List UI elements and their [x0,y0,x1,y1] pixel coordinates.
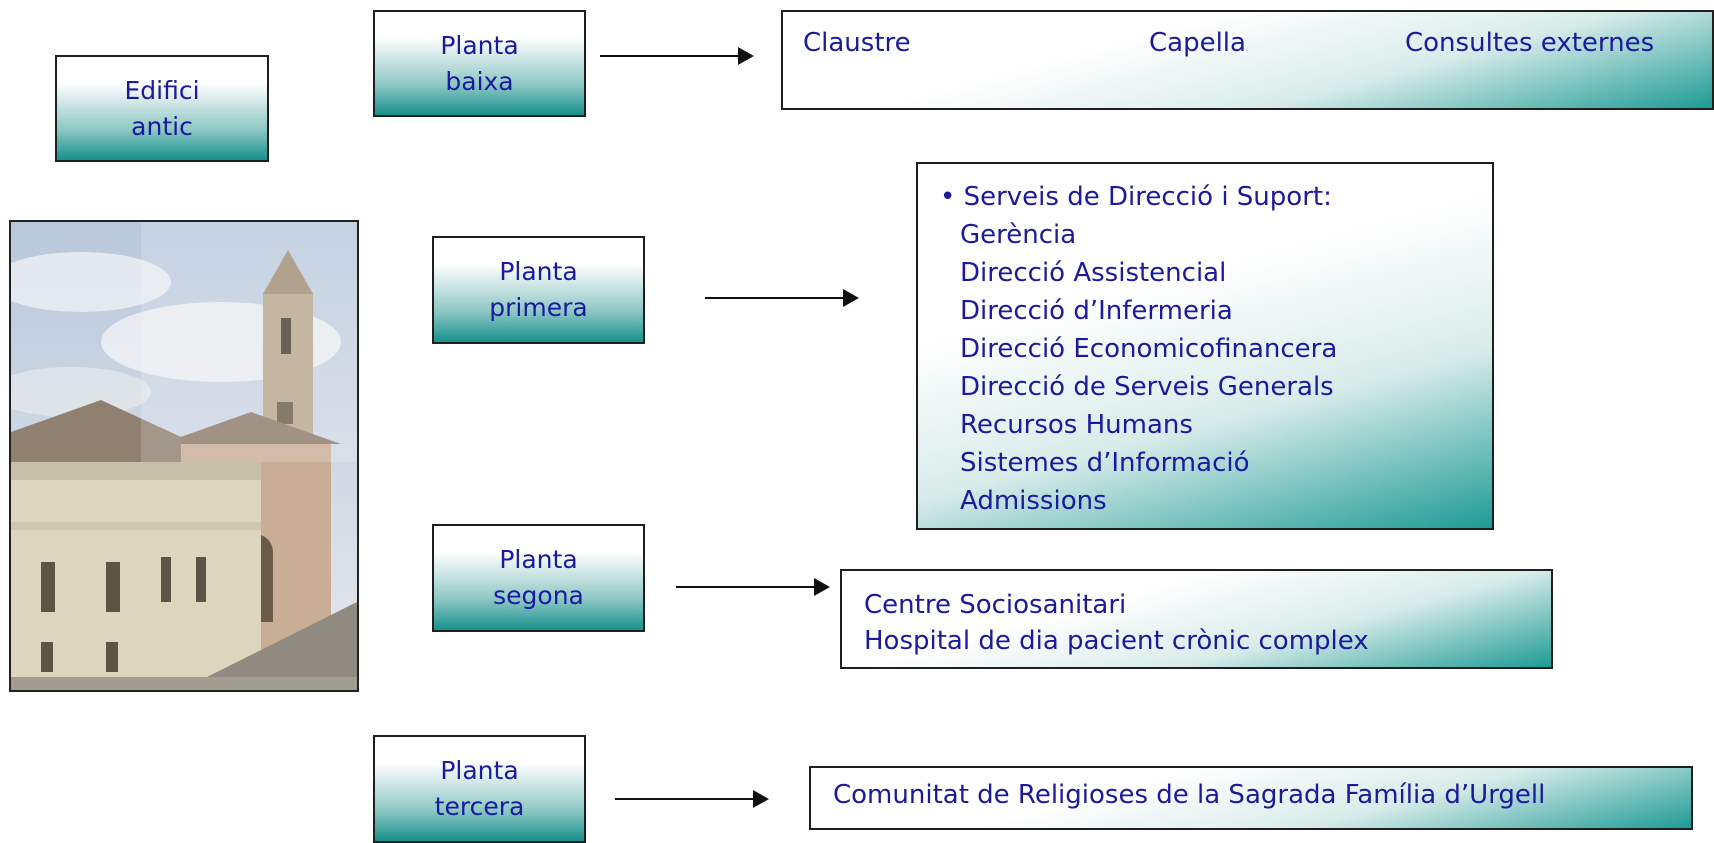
floor-label-planta-baixa: Planta baixa [440,30,519,96]
arrow-planta-segona [676,578,830,596]
info-box-planta-primera: • Serveis de Direcció i Suport: Gerència… [916,162,1494,530]
item-admissions: Admissions [960,486,1107,516]
item-recursos-humans: Recursos Humans [960,410,1193,440]
item-direccio-infermeria: Direcció d’Infermeria [960,296,1233,326]
item-direccio-economicofinancera: Direcció Economicofinancera [960,334,1338,364]
arrow-planta-primera [705,289,859,307]
building-photo-image [11,222,357,690]
item-sistemes-informacio: Sistemes d’Informació [960,448,1250,478]
floor-label-planta-primera: Planta primera [489,257,588,322]
item-hospital-de-dia: Hospital de dia pacient crònic complex [864,626,1369,656]
building-label-box: Edifici antic [55,55,269,162]
arrow-planta-baixa [600,47,754,65]
item-gerencia: Gerència [960,220,1077,250]
floor-label-planta-segona: Planta segona [493,545,584,610]
item-claustre: Claustre [803,28,911,58]
floor-label-planta-tercera: Planta tercera [434,756,525,821]
info-box-planta-baixa: Claustre Capella Consultes externes [781,10,1714,110]
item-direccio-serveis-generals: Direcció de Serveis Generals [960,372,1334,402]
floor-label-box-planta-segona: Planta segona [432,524,645,632]
item-consultes-externes: Consultes externes [1405,28,1655,58]
item-comunitat-religioses: Comunitat de Religioses de la Sagrada Fa… [833,780,1546,810]
building-label: Edifici antic [124,75,200,141]
arrow-planta-tercera [615,790,769,808]
floor-label-box-planta-baixa: Planta baixa [373,10,586,117]
building-photo [9,220,359,692]
floor-label-box-planta-tercera: Planta tercera [373,735,586,843]
info-box-planta-segona: Centre Sociosanitari Hospital de dia pac… [840,569,1553,669]
section-heading: • Serveis de Direcció i Suport: [940,182,1332,212]
info-box-planta-tercera: Comunitat de Religioses de la Sagrada Fa… [809,766,1693,830]
item-capella: Capella [1149,28,1246,58]
item-centre-sociosanitari: Centre Sociosanitari [864,590,1127,620]
floor-label-box-planta-primera: Planta primera [432,236,645,344]
item-direccio-assistencial: Direcció Assistencial [960,258,1227,288]
